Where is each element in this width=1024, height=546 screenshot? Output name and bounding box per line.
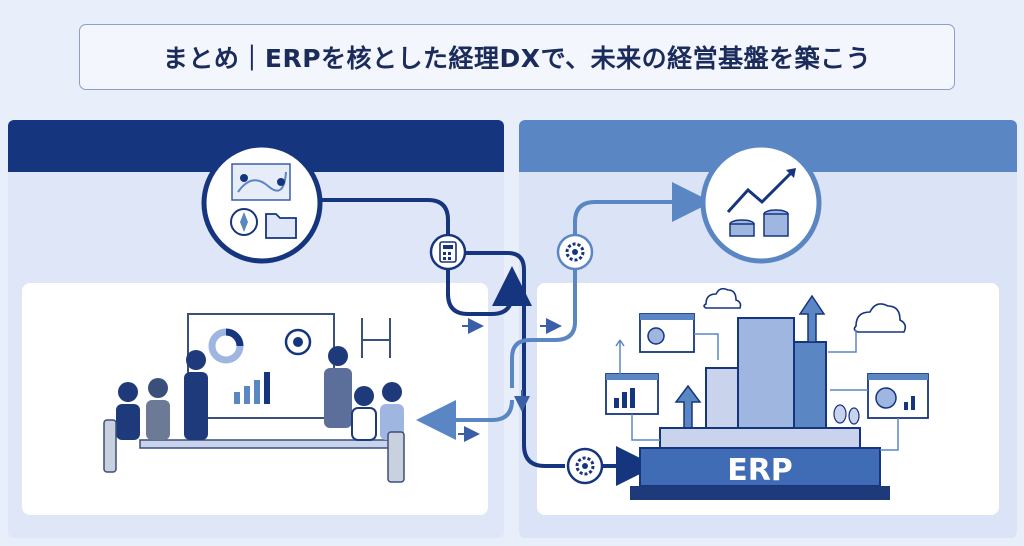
calculator-icon <box>439 241 457 263</box>
flow-line-mid-3 <box>416 399 514 440</box>
planning-circle <box>201 142 323 264</box>
flow-line-navy <box>318 198 450 236</box>
flow-line-navy-2 <box>446 266 532 316</box>
meeting-table <box>139 439 401 449</box>
bar-chart-icon <box>234 372 270 404</box>
page-title: まとめ｜ERPを核とした経理DXで、未来の経営基盤を築こう <box>162 44 872 73</box>
connector-lines-right <box>615 330 899 451</box>
gear-icon <box>575 456 595 476</box>
dashboard-window-right <box>867 373 929 419</box>
gear-node-bottom <box>566 447 604 485</box>
growth-circle <box>700 142 822 264</box>
dashboard-window-top <box>639 313 695 353</box>
tree-icons <box>833 404 860 425</box>
presentation-board <box>187 313 335 419</box>
cloud-icon <box>703 287 742 309</box>
flow-lines <box>318 182 712 486</box>
erp-base-upper <box>659 427 861 449</box>
flow-line-navy-3 <box>466 251 565 468</box>
donut-chart-icon <box>208 328 244 364</box>
erp-illustration: ERP <box>605 287 929 500</box>
erp-building-icon <box>674 294 827 429</box>
person-figures <box>116 346 404 441</box>
erp-base-lower <box>630 486 890 500</box>
dashboard-window-left <box>605 373 659 415</box>
chairs <box>103 419 405 483</box>
erp-base <box>639 447 881 487</box>
growth-chart-icon <box>726 168 796 214</box>
folder-icon <box>265 213 297 239</box>
title-banner: まとめ｜ERPを核とした経理DXで、未来の経営基盤を築こう <box>79 24 955 90</box>
planning-map-icon <box>231 163 291 201</box>
erp-label: ERP <box>727 453 793 488</box>
calculator-node <box>429 233 467 271</box>
coins-icon <box>729 209 789 237</box>
flow-line-mid-2 <box>510 270 577 388</box>
flow-line-mid <box>573 182 712 236</box>
cloud-icon-right <box>853 303 907 333</box>
meeting-illustration <box>103 313 405 483</box>
gear-node-top <box>556 233 594 271</box>
target-icon <box>284 328 312 356</box>
compass-icon <box>230 208 258 236</box>
gear-icon <box>565 242 585 262</box>
